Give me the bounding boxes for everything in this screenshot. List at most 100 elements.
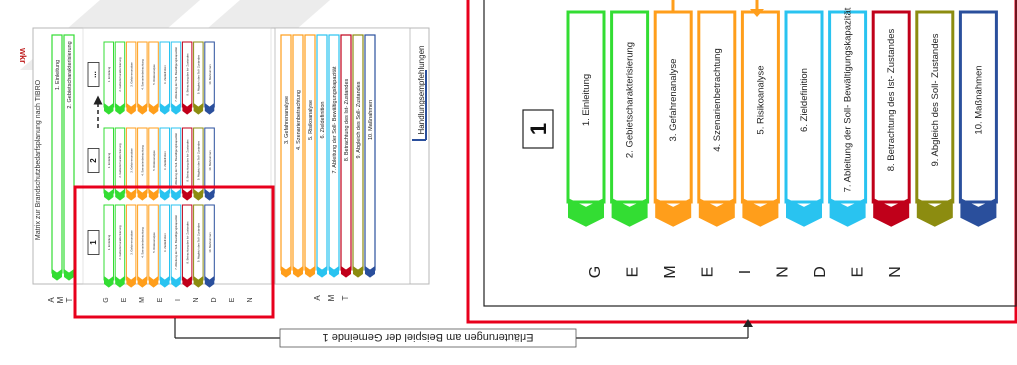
amt-after-label: 10. Maßnahmen [368,100,374,140]
mini-step-label: 2. Gebietscharakterisierung [118,225,122,260]
big-gemeinden-letter: E [850,267,867,278]
mini-step-label: 1. Einleitung [107,66,111,82]
caption-box [279,328,577,348]
big-gemeinden-letter: G [587,266,604,278]
big-number-box [522,109,554,149]
mini-step-label: 7. Ableitung der Soll- Bewältigungskapaz… [174,215,178,270]
amt-after-label: 6. Zieldefinition [320,102,326,139]
mini-step-column-arrow [160,276,170,288]
caption-text: Erläuterungen am Beispiel der Gemeinde 1 [323,331,534,343]
amt-after-column-arrow [365,266,375,278]
big-step-label: 7. Ableitung der Soll- Bewältigungskapaz… [843,7,854,192]
big-step-column [697,10,737,227]
amt-step-column [63,34,75,281]
amt-after-label: 8. Betrachtung des Ist- Zustandes [344,78,350,161]
amt-letter: T [65,297,74,302]
gemeinden-letter: I [175,299,182,301]
handlungsempfehlungen: Handlungsempfehlungen [417,46,426,135]
big-step-column-arrow [742,198,779,227]
mini-step-column [159,41,170,115]
big-step-label: 8. Betrachtung des Ist- Zustandes [886,28,897,171]
mini-step-column [204,41,215,115]
mini-step-label: 7. Ableitung der Soll- Bewältigungskapaz… [174,133,178,188]
amt-letter: M [56,296,65,303]
big-step-label: 1. Einleitung [581,74,592,126]
big-step-column [610,10,650,227]
mini-step-column [181,127,193,201]
amt-step-label: 2. Gebietscharakterisierung [67,41,73,108]
mini-step-column [204,204,215,288]
amt-after-column [328,34,340,278]
big-step-column-arrow [698,198,735,227]
mini-step-column [137,127,148,201]
mini-step-column-arrow [126,189,136,201]
mini-step-column-arrow [104,103,114,115]
big-step-column-arrow [655,198,692,227]
mini-step-column [103,127,114,201]
amt-after-label: 7. Ableitung der Soll- Bewältigungskapaz… [332,66,338,173]
gemeinden-letter: E [157,297,164,302]
amt-letter: M [327,294,336,301]
amt-letter: A [47,297,56,303]
big-gemeinden-letter: E [700,267,717,278]
amt-after-column [340,34,352,278]
mini-step-label: 1. Einleitung [107,152,111,168]
mini-step-label: 10. Maßnahmen [208,64,212,85]
mini-step-column-arrow [182,103,192,115]
amt-after-column-arrow [317,266,327,278]
amt-after-column [364,34,376,278]
mini-step-column-arrow [160,103,170,115]
mini-step-column [181,204,193,288]
big-step-label: 9. Abgleich des Soll- Zustandes [930,33,941,166]
mini-step-column [170,204,182,288]
big-step-label: 4. Szenarienbetrachtung [712,48,723,152]
gemeinden-groups: 1. Einleitung 2. Gebietscharakterisierung… [87,41,215,288]
mini-step-column-arrow [171,103,181,115]
big-step-label: 10. Maßnahmen [973,65,984,134]
mini-step-label: 3. Gefahrenanalyse [129,148,133,173]
mini-step-column-arrow [171,189,181,201]
group-number-box [87,148,100,173]
big-step-column-arrow [916,198,953,227]
gemeinden-letter: D [211,297,218,302]
caption-arrowhead [743,319,753,327]
mini-step-label: 1. Einleitung [107,234,111,250]
amt-step-column [51,34,63,281]
mini-step-column-arrow [193,103,204,115]
group-number: 1 [89,240,98,245]
big-step-column [566,10,606,227]
mini-step-column-arrow [193,276,204,288]
mini-step-column [159,204,170,288]
mini-step-column [148,204,159,288]
amt-after-label: 3. Gefahrenanalyse [284,96,290,144]
mini-step-column-arrow [115,276,125,288]
mini-step-label: 8. Betrachtung des Ist- Zustandes [185,139,189,182]
mini-step-column [193,204,204,288]
amt-after-column-arrow [305,266,315,278]
amt-after-label: 5. Risikoanalyse [308,100,314,140]
amt-after-column-arrow [353,266,363,278]
amt-after-label: 4. Szenarienbetrachtung [296,90,302,150]
big-step-column-arrow [568,198,604,227]
mini-step-column [204,127,215,201]
amt-step-column-arrow [64,269,74,281]
big-step-label: 2. Gebietscharakterisierung [625,42,636,158]
matrix-title: Matrix zur Brandschutzbedarfsplanung nac… [35,79,42,240]
big-step-column-arrow [829,198,866,227]
big-step-column [653,10,693,227]
big-gemeinden-letter: M [662,265,679,278]
mini-step-column [193,127,204,201]
group-1: 1. Einleitung 2. Gebietscharakterisierung… [87,204,215,288]
mini-step-label: 8. Betrachtung des Ist- Zustandes [185,53,189,96]
zoom-inner-frame [483,0,1017,307]
big-step-column-arrow [960,198,997,227]
mini-step-label: 10. Maßnahmen [208,150,212,171]
mini-step-column [137,41,148,115]
mini-step-column [137,204,148,288]
mini-step-label: 6. Zieldefinition [163,65,167,84]
mini-step-column-arrow [204,103,215,115]
mini-step-column-arrow [182,189,192,201]
